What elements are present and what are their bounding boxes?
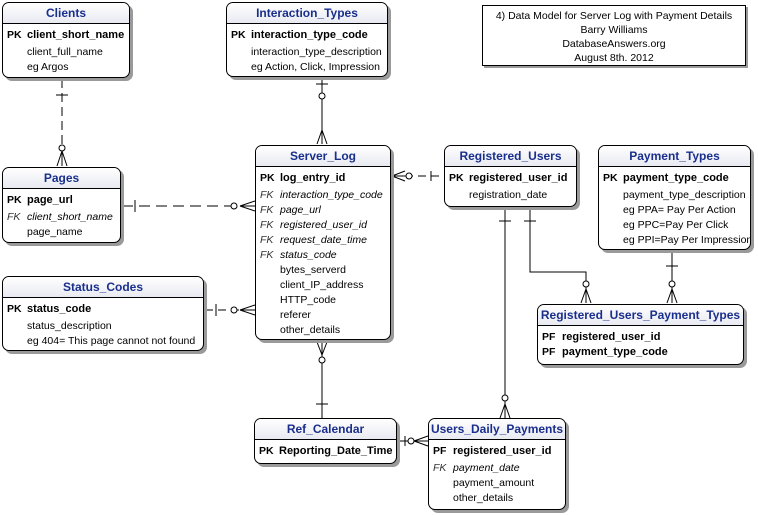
fk-field: client_short_name [27,211,113,223]
pk-field: Reporting_Date_Time [279,445,393,457]
attribute: HTTP_code [280,294,337,306]
pk-label: PK [7,194,22,206]
entity-clients[interactable]: Clients PK client_short_name client_full_… [2,2,130,78]
entity-title: Server_Log [256,146,390,167]
pf-field: payment_type_code [562,346,668,358]
note-line: Barry Williams [580,24,648,36]
pf-field: registered_user_id [453,445,552,457]
attribute: eg Argos [27,61,69,73]
entity-ref-calendar[interactable]: Ref_Calendar PK Reporting_Date_Time [254,418,397,464]
attribute: other_details [280,324,341,336]
attribute: other_details [453,492,514,504]
pk-field: payment_type_code [623,172,729,184]
pk-label: PK [231,29,246,41]
fk-field: payment_date [453,462,520,474]
pk-field: client_short_name [27,29,125,41]
fk-field: page_url [280,204,321,216]
entity-title: Status_Codes [3,277,203,298]
pk-label: PK [7,303,22,315]
note-line: 4) Data Model for Server Log with Paymen… [495,10,733,22]
attribute: client_IP_address [280,279,364,291]
attribute: payment_type_description [623,189,746,201]
entity-users-daily-payments[interactable]: Users_Daily_Payments PF registered_user_i… [428,418,566,510]
fk-label: FK [260,249,274,261]
fk-label: FK [260,219,274,231]
entity-status-codes[interactable]: Status_Codes PK status_code status_descri… [2,276,204,351]
fk-label: FK [260,204,274,216]
pk-label: PK [603,172,618,184]
attribute: interaction_type_description [251,46,382,58]
fk-label: FK [433,462,447,474]
entity-registered-users-payment-types[interactable]: Registered_Users_Payment_Types PF registe… [537,304,744,365]
fk-field: status_code [280,249,337,261]
attribute: eg PPC=Pay Per Click [623,219,729,231]
entity-title: Payment_Types [599,146,750,167]
entity-title: Clients [3,3,129,24]
fk-field: interaction_type_code [280,189,383,201]
pk-field: log_entry_id [280,172,346,184]
attribute: registration_date [469,189,548,201]
rel-registered-users-rupt [529,208,587,303]
pk-field: registered_user_id [469,172,568,184]
attribute: bytes_serverd [280,264,346,276]
diagram-title-note: 4) Data Model for Server Log with Paymen… [482,5,746,66]
fk-field: request_date_time [280,234,367,246]
attribute: eg PPI=Pay Per Impression [623,234,751,246]
entity-title: Registered_Users_Payment_Types [538,305,743,326]
attribute: payment_amount [453,477,535,489]
pk-label: PK [449,172,464,184]
fk-label: FK [260,189,274,201]
attribute: page_name [27,226,83,238]
note-line: August 8th. 2012 [574,52,654,64]
pf-label: PF [542,346,556,358]
fk-label: FK [260,234,274,246]
entity-title: Pages [3,168,120,189]
entity-interaction-types[interactable]: Interaction_Types PK interaction_type_cod… [226,2,388,77]
pk-label: PK [7,29,22,41]
attribute: status_description [27,320,112,332]
entity-title: Interaction_Types [227,3,387,24]
attribute: eg 404= This page cannot not found [27,335,196,347]
pf-label: PF [542,331,556,343]
attribute: referer [280,309,311,321]
pk-field: page_url [27,194,73,206]
entity-title: Ref_Calendar [255,419,396,440]
pk-label: PK [259,445,274,457]
pk-field: status_code [27,303,92,315]
attribute: client_full_name [27,46,103,58]
attribute: eg Action, Click, Impression [251,61,380,73]
fk-label: FK [7,211,21,223]
pk-field: interaction_type_code [251,29,368,41]
entity-title: Registered_Users [445,146,576,167]
entity-payment-types[interactable]: Payment_Types PK payment_type_code paymen… [598,145,751,250]
entity-pages[interactable]: Pages PK page_url FK client_short_name pag… [2,167,121,243]
pk-label: PK [260,172,275,184]
fk-field: registered_user_id [280,219,367,231]
pf-field: registered_user_id [562,331,661,343]
entity-title: Users_Daily_Payments [429,419,565,440]
entity-server-log[interactable]: Server_Log PK log_entry_id FK interaction_… [255,145,391,340]
attribute: eg PPA= Pay Per Action [623,204,736,216]
note-line: DatabaseAnswers.org [562,38,666,50]
pf-label: PF [433,445,447,457]
entity-registered-users[interactable]: Registered_Users PK registered_user_id re… [444,145,577,207]
